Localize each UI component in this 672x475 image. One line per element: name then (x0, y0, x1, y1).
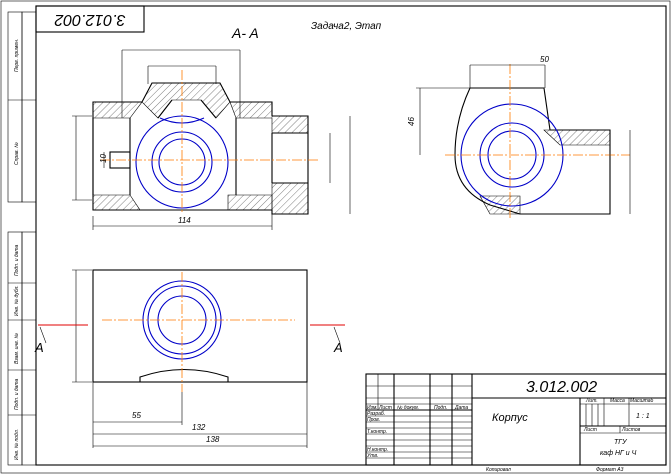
tb-sheets: Листов (621, 427, 641, 433)
tb-col-izm: Изм. (367, 405, 378, 411)
tb-row-nkontr: Н.контр. (367, 447, 388, 453)
margin-label-sign-date-2: Подп. и дата (14, 378, 20, 410)
tb-row-utv: Утв. (367, 453, 378, 459)
stamp-code-rotated: 3.012.002 (54, 11, 125, 28)
left-margin: Перв. примен. Справ. № Подп. и дата Инв.… (7, 11, 37, 466)
dim-50: 50 (540, 55, 549, 64)
tb-copied: Копировал (486, 467, 511, 473)
tb-mass: Масса (610, 398, 625, 404)
margin-label-first-use: Перв. примен. (14, 39, 20, 72)
side-view: 50 46 (407, 55, 631, 220)
part-name: Корпус (492, 412, 528, 424)
tb-scale-value: 1 : 1 (636, 413, 650, 420)
margin-label-dup-inv: Инв. № дубл. (14, 285, 20, 316)
margin-label-sign-date-1: Подп. и дата (14, 244, 20, 276)
tb-lit: Лит. (585, 398, 598, 404)
plan-view: A A 55 132 138 (34, 269, 345, 448)
tb-col-list: Лист (378, 405, 392, 411)
tb-format: Формат А3 (596, 467, 624, 473)
tb-row-tkontr: Т.контр. (367, 429, 387, 435)
section-marker-right: A (333, 340, 343, 355)
dim-10: 10 (99, 154, 108, 163)
margin-label-orig-inv: Инв. № подл. (14, 429, 20, 460)
tb-col-sign: Подп. (434, 405, 447, 411)
tb-sheet: Лист (583, 427, 597, 433)
task-title: Задача2, Этап (311, 21, 382, 32)
dim-138: 138 (206, 435, 220, 444)
title-code: 3.012.002 (526, 379, 597, 396)
dim-46: 46 (407, 117, 416, 126)
section-view: 114 10 (72, 49, 351, 230)
dim-55: 55 (132, 411, 141, 420)
dim-114: 114 (178, 216, 191, 225)
tb-row-prov: Пров. (367, 417, 380, 423)
tb-scale-label: Масштаб (630, 398, 654, 404)
inner-frame (35, 5, 667, 466)
dim-132: 132 (192, 423, 206, 432)
title-block: 3.012.002 Корпус Лит. Масса Масштаб 1 : … (365, 373, 667, 466)
section-label: A- A (231, 25, 259, 41)
section-marker-left: A (34, 340, 44, 355)
margin-label-ref-no: Справ. № (14, 142, 20, 165)
stamp-top-left: 3.012.002 (35, 5, 145, 33)
tb-col-date: Дата (454, 405, 468, 411)
tb-row-razrab: Разраб. (367, 411, 385, 417)
tb-org-1: ТГУ (614, 439, 628, 446)
tb-col-doc: № докум. (397, 405, 419, 411)
margin-label-repl-inv: Взам. инв. № (14, 332, 20, 364)
tb-org-2: каф НГ и Ч (600, 450, 637, 457)
